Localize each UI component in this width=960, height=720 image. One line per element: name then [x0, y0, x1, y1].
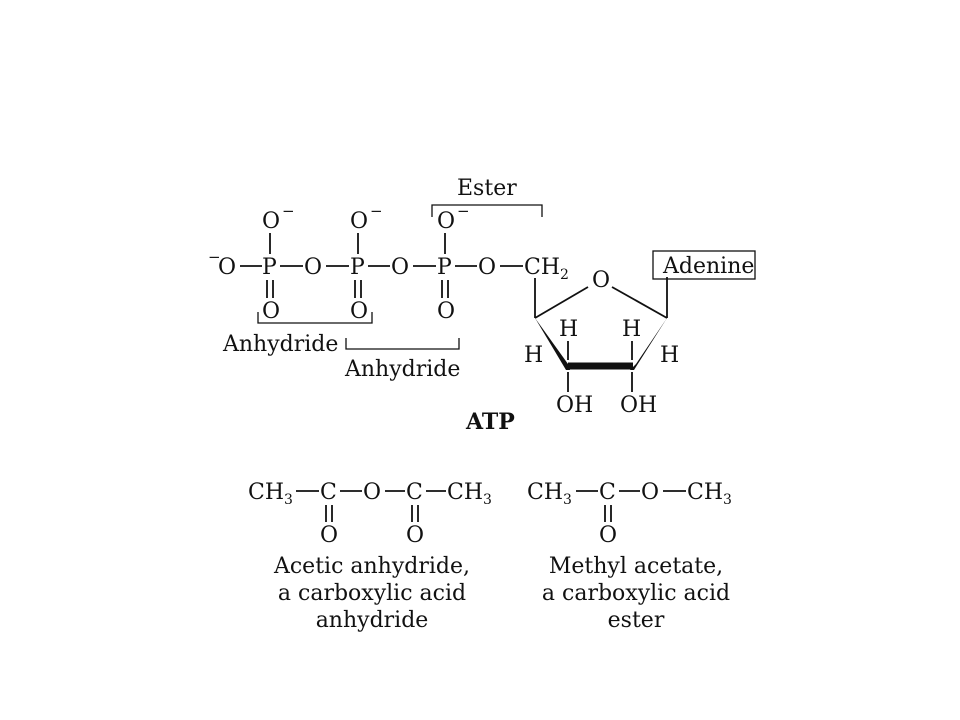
hydroxyl-group: OH: [556, 393, 593, 418]
bridging-o-1: O: [304, 255, 322, 280]
ring-h: H: [660, 343, 679, 368]
terminal-o: O: [218, 255, 236, 280]
phosphate-1-double-o: O: [262, 299, 280, 324]
ring-bond: [534, 286, 589, 319]
hydroxyl-group: OH: [620, 393, 657, 418]
carbonyl-oxygen: O: [599, 523, 617, 548]
phosphorus-3: P: [437, 255, 452, 280]
ch2-group: CH2: [524, 255, 569, 283]
ring-h: H: [524, 343, 543, 368]
caption-line: a carboxylic acid: [542, 581, 730, 606]
anhydride-label-1: Anhydride: [222, 332, 338, 357]
carbonyl-oxygen: O: [320, 523, 338, 548]
carbonyl-carbon: C: [406, 480, 423, 505]
carbonyl-carbon: C: [320, 480, 337, 505]
adenine-label: Adenine: [662, 254, 754, 279]
phosphate-3-o-minus: O: [437, 209, 455, 234]
methyl-acetate-structure: CH3 C O CH3 O Methyl acetate, a carboxyl…: [527, 480, 732, 633]
caption-line: Methyl acetate,: [549, 554, 723, 579]
caption-line: anhydride: [316, 608, 429, 633]
ring-h: H: [622, 317, 641, 342]
caption-line: Acetic anhydride,: [273, 554, 470, 579]
methyl-group: CH3: [248, 480, 293, 508]
methyl-group: CH3: [687, 480, 732, 508]
terminal-minus-sign: −: [208, 248, 221, 266]
carbonyl-carbon: C: [599, 480, 616, 505]
ester-o: O: [478, 255, 496, 280]
phosphate-2-o-minus: O: [350, 209, 368, 234]
adenine-box: [652, 250, 756, 280]
ring-oxygen: O: [592, 268, 610, 293]
phosphate-2-double-o: O: [350, 299, 368, 324]
anhydride-bracket-1: [257, 312, 373, 324]
anhydride-label-2: Anhydride: [344, 357, 460, 382]
phosphorus-1: P: [262, 255, 277, 280]
carbonyl-oxygen: O: [406, 523, 424, 548]
ester-bracket: [431, 204, 543, 217]
wedge-bond: [535, 318, 570, 370]
methyl-group: CH3: [527, 480, 572, 508]
caption-line: ester: [608, 608, 665, 633]
methyl-group: CH3: [447, 480, 492, 508]
acetic-anhydride-structure: CH3 C O C CH3 O O Acetic anhydride, a ca…: [248, 480, 492, 633]
minus-sign: −: [282, 202, 295, 220]
ring-bond: [611, 286, 668, 319]
atp-structure: O − O − O − − O P O P O P O CH2 O: [208, 176, 756, 435]
minus-sign: −: [370, 202, 383, 220]
ester-oxygen: O: [641, 480, 659, 505]
phosphate-3-double-o: O: [437, 299, 455, 324]
bridging-o-2: O: [391, 255, 409, 280]
ester-label: Ester: [457, 176, 517, 201]
phosphorus-2: P: [350, 255, 365, 280]
atp-label: ATP: [465, 409, 515, 435]
minus-sign: −: [457, 202, 470, 220]
caption-line: a carboxylic acid: [278, 581, 466, 606]
anhydride-bracket-2: [345, 338, 460, 350]
bridging-oxygen: O: [363, 480, 381, 505]
ring-h: H: [559, 317, 578, 342]
phosphate-1-o-minus: O: [262, 209, 280, 234]
